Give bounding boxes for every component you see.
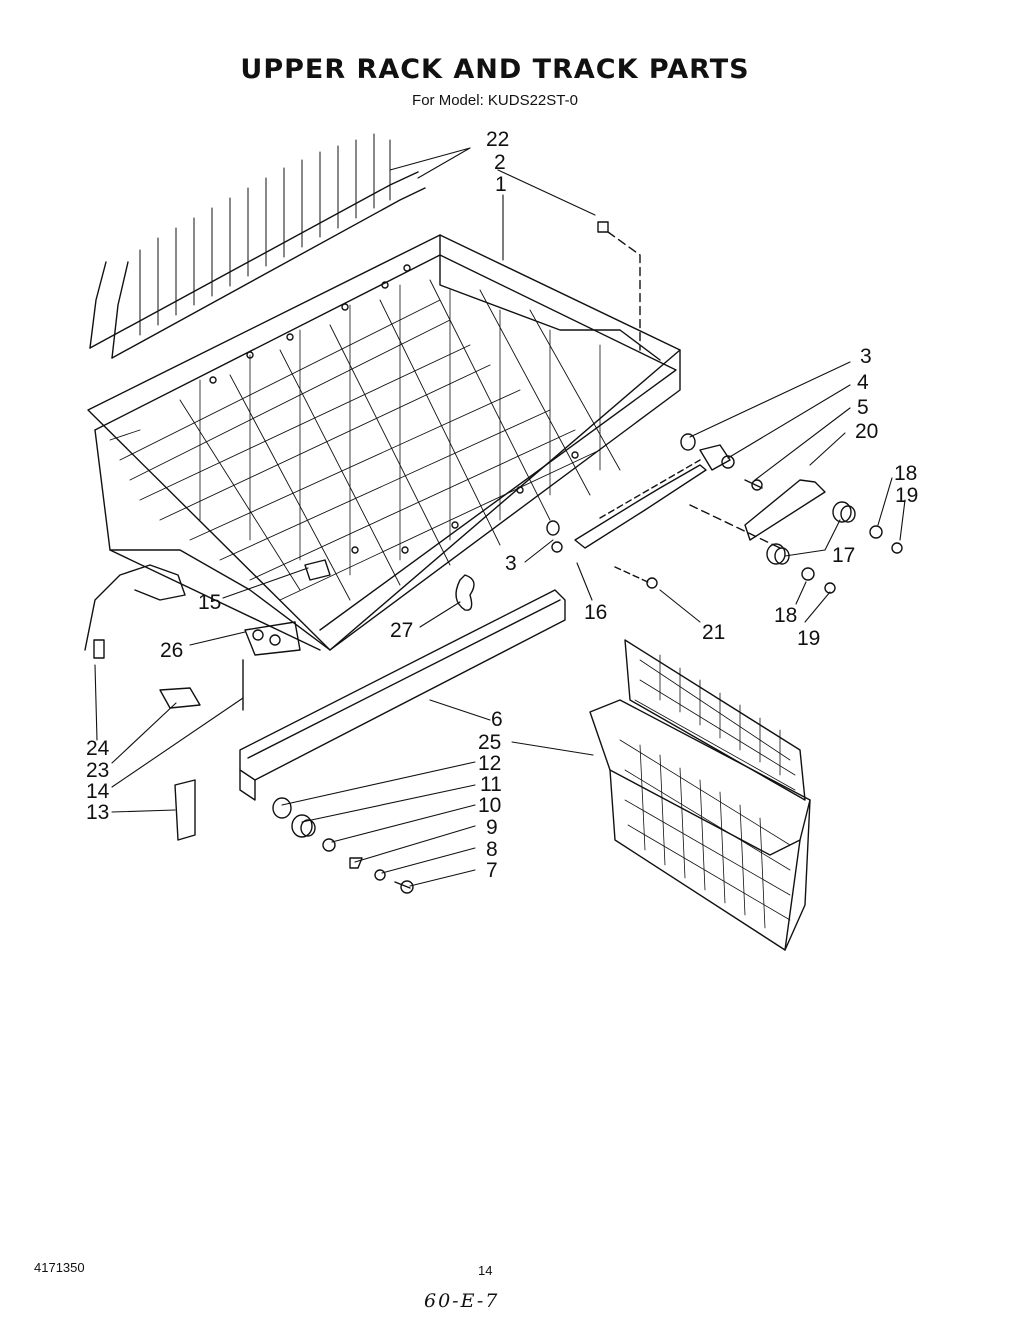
callout-7: 7 bbox=[486, 859, 498, 882]
callout-14: 14 bbox=[86, 780, 110, 803]
callout-19: 19 bbox=[895, 484, 919, 507]
callout-18-lower: 18 bbox=[774, 604, 798, 627]
callout-2: 2 bbox=[494, 151, 506, 174]
callout-3: 3 bbox=[860, 345, 872, 368]
page-title: UPPER RACK AND TRACK PARTS bbox=[240, 54, 750, 85]
small-parts bbox=[84, 559, 475, 841]
callout-4: 4 bbox=[857, 371, 869, 394]
callout-1: 1 bbox=[495, 173, 507, 196]
silverware-basket bbox=[589, 639, 811, 951]
callout-16: 16 bbox=[584, 601, 608, 624]
callout-24: 24 bbox=[86, 737, 110, 760]
track-end-hardware bbox=[272, 797, 414, 894]
callout-23: 23 bbox=[86, 759, 110, 782]
callout-22: 22 bbox=[486, 128, 510, 151]
callout-27: 27 bbox=[390, 619, 414, 642]
model-subtitle: For Model: KUDS22ST-0 bbox=[412, 92, 578, 109]
handwritten-note: 60-E-7 bbox=[424, 1290, 500, 1312]
callout-19-lower: 19 bbox=[797, 627, 821, 650]
callout-25: 25 bbox=[478, 731, 502, 754]
callout-20: 20 bbox=[855, 420, 879, 443]
callout-26: 26 bbox=[160, 639, 184, 662]
callout-8: 8 bbox=[486, 838, 498, 861]
callout-18: 18 bbox=[894, 462, 918, 485]
callout-15: 15 bbox=[198, 591, 222, 614]
callout-9: 9 bbox=[486, 816, 498, 839]
callout-5: 5 bbox=[857, 396, 869, 419]
right-track-hardware bbox=[546, 221, 903, 594]
callout-17: 17 bbox=[832, 544, 856, 567]
callout-3-lower: 3 bbox=[505, 552, 517, 575]
callout-21: 21 bbox=[702, 621, 726, 644]
upper-rack-basket bbox=[87, 234, 681, 651]
document-number: 4171350 bbox=[34, 1260, 85, 1275]
callout-13: 13 bbox=[86, 801, 110, 824]
leader-lines bbox=[94, 147, 906, 887]
callout-11: 11 bbox=[480, 773, 502, 796]
tine-rows bbox=[89, 133, 426, 359]
callout-6: 6 bbox=[491, 708, 503, 731]
page-number: 14 bbox=[478, 1263, 493, 1278]
track-rail bbox=[239, 589, 566, 801]
callout-12: 12 bbox=[478, 752, 502, 775]
callout-10: 10 bbox=[478, 794, 502, 817]
